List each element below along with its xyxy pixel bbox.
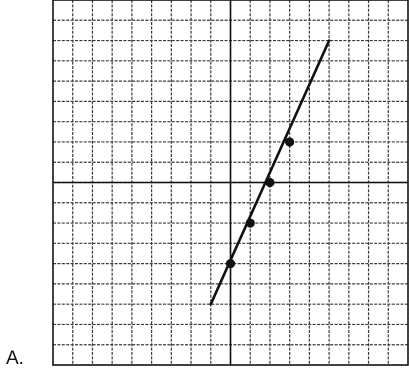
plotted-points: [225, 137, 295, 269]
option-label: A.: [6, 348, 24, 369]
data-point: [225, 259, 236, 269]
axes: [53, 0, 408, 365]
data-point: [265, 177, 275, 188]
grid-frame: [52, 0, 409, 366]
data-point: [285, 137, 295, 147]
data-point: [245, 218, 255, 228]
